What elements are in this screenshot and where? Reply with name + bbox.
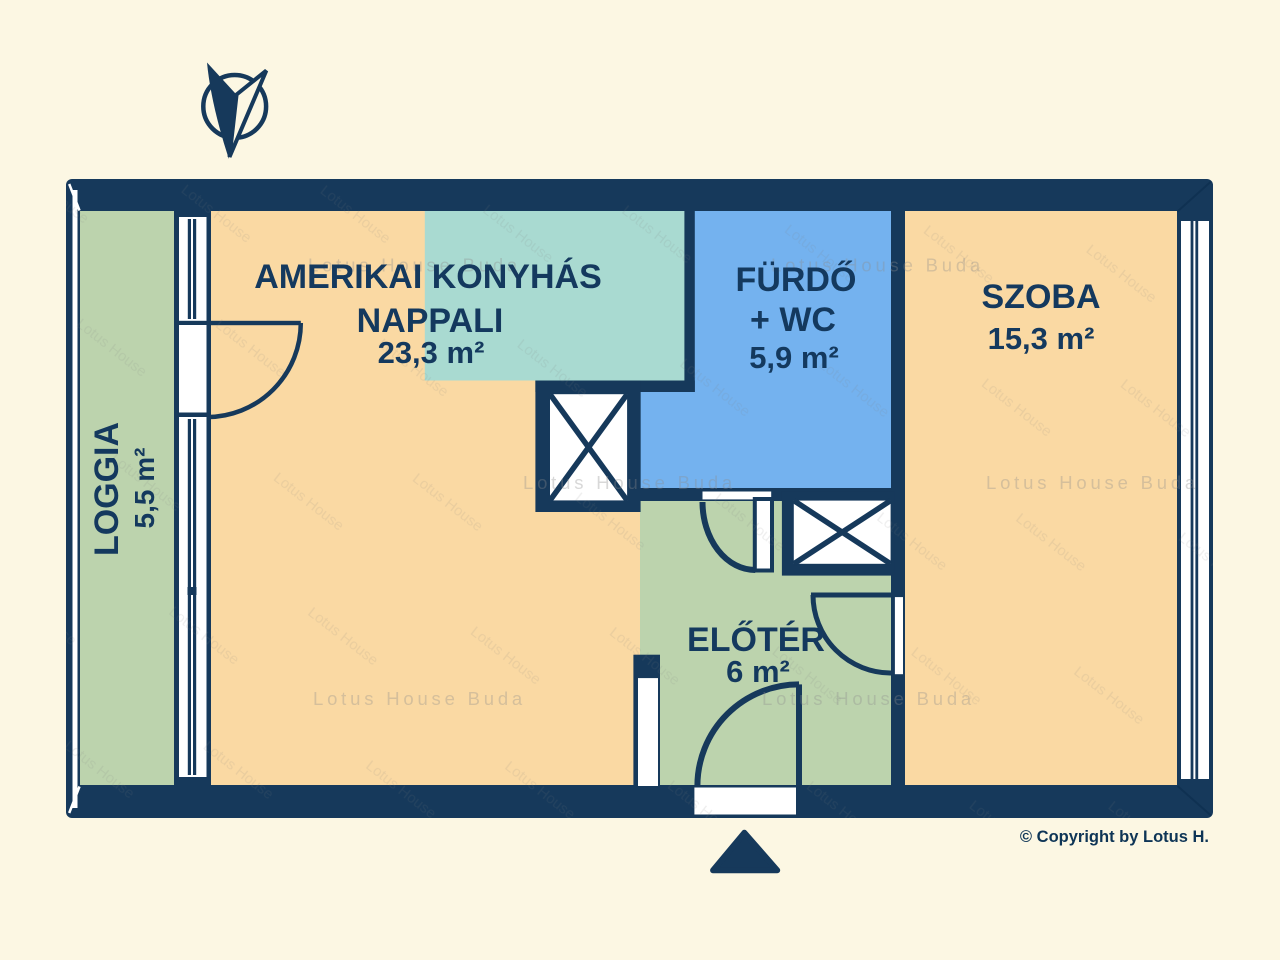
svg-text:Lotus House Buda: Lotus House Buda — [762, 688, 975, 709]
svg-text:Lotus House Buda: Lotus House Buda — [986, 472, 1199, 493]
svg-text:NAPPALI: NAPPALI — [357, 302, 504, 340]
svg-text:23,3 m²: 23,3 m² — [378, 335, 485, 370]
svg-text:AMERIKAI KONYHÁS: AMERIKAI KONYHÁS — [254, 258, 602, 296]
svg-text:SZOBA: SZOBA — [982, 278, 1101, 316]
svg-text:5,5 m²: 5,5 m² — [129, 448, 160, 529]
svg-text:ELŐTÉR: ELŐTÉR — [687, 621, 825, 659]
svg-text:© Copyright by Lotus H.: © Copyright by Lotus H. — [1020, 828, 1209, 846]
svg-text:5,9 m²: 5,9 m² — [749, 340, 839, 375]
svg-text:Lotus House Buda: Lotus House Buda — [313, 688, 526, 709]
svg-text:Lotus House Buda: Lotus House Buda — [523, 472, 736, 493]
svg-text:LOGGIA: LOGGIA — [88, 422, 126, 556]
svg-text:Lotus House Buda: Lotus House Buda — [771, 255, 984, 276]
svg-text:Lotus House Buda: Lotus House Buda — [308, 255, 521, 276]
svg-text:FÜRDŐ: FÜRDŐ — [736, 261, 857, 299]
svg-text:+ WC: + WC — [750, 301, 836, 339]
svg-text:6 m²: 6 m² — [726, 654, 790, 689]
svg-text:15,3 m²: 15,3 m² — [988, 321, 1095, 356]
